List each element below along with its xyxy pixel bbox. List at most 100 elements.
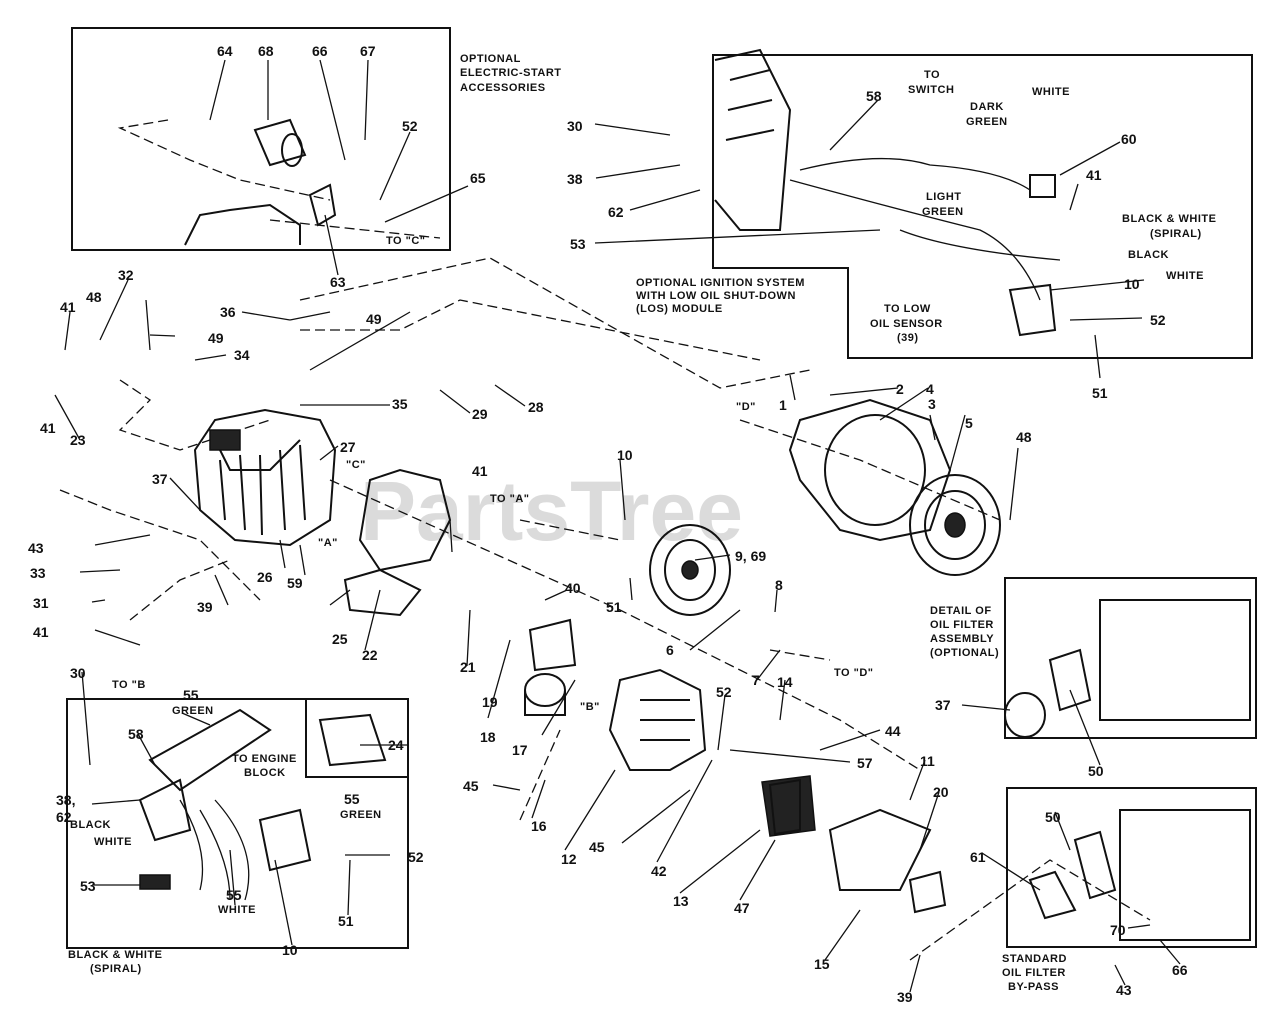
callout-57: 57 bbox=[857, 755, 873, 771]
callout-14: 14 bbox=[777, 674, 793, 690]
callout-38: 38 bbox=[567, 171, 583, 187]
callout-58: 58 bbox=[866, 88, 882, 104]
callout-47: 47 bbox=[734, 900, 750, 916]
note-ref-d: "D" bbox=[736, 401, 756, 413]
callout-28: 28 bbox=[528, 399, 544, 415]
callout-43: 43 bbox=[28, 540, 44, 556]
callout-30: 30 bbox=[70, 665, 86, 681]
callout-35: 35 bbox=[392, 396, 408, 412]
watermark: PartsTree bbox=[360, 464, 743, 558]
note-to-engine-block: TO ENGINE bbox=[232, 753, 297, 765]
note-ref-a: "A" bbox=[318, 537, 338, 549]
callout-67: 67 bbox=[360, 43, 376, 59]
note-electric-start: ELECTRIC-START bbox=[460, 67, 562, 79]
note-wire-dark-green: GREEN bbox=[966, 116, 1008, 128]
callout-10: 10 bbox=[282, 942, 298, 958]
carburetor bbox=[524, 618, 577, 716]
callout-45: 45 bbox=[589, 839, 605, 855]
callout-42: 42 bbox=[651, 863, 667, 879]
note-to-engine-block: BLOCK bbox=[244, 767, 286, 779]
callout-41: 41 bbox=[33, 624, 49, 640]
note-oil-filter-bypass: OIL FILTER bbox=[1002, 967, 1066, 979]
callout-21: 21 bbox=[460, 659, 476, 675]
callout-1: 1 bbox=[779, 397, 787, 413]
wiring-detail-parts bbox=[138, 708, 387, 901]
note-oil-filter-detail: ASSEMBLY bbox=[930, 633, 994, 645]
callout-3: 3 bbox=[928, 396, 936, 412]
assembly-guides bbox=[59, 119, 1151, 961]
note-wire-white: WHITE bbox=[1032, 86, 1070, 98]
blower-housing bbox=[788, 398, 952, 542]
callout-55: 55 bbox=[344, 791, 360, 807]
note-ref-b: "B" bbox=[580, 701, 600, 713]
note-wire-black-white: (SPIRAL) bbox=[1150, 228, 1202, 240]
callout-48: 48 bbox=[1016, 429, 1032, 445]
callout-40: 40 bbox=[565, 580, 581, 596]
note-to-switch: TO bbox=[924, 69, 940, 81]
note-wire-white: WHITE bbox=[1166, 270, 1204, 282]
note-to-low-oil-sensor: TO LOW bbox=[884, 303, 931, 315]
callout-2: 2 bbox=[896, 381, 904, 397]
ignition-harness bbox=[714, 48, 1061, 337]
note-electric-start: ACCESSORIES bbox=[460, 82, 546, 94]
callout-41: 41 bbox=[40, 420, 56, 436]
inset-wiring-detail bbox=[66, 698, 409, 949]
note-to-b: TO "B bbox=[112, 679, 146, 691]
note-wire-white: WHITE bbox=[94, 836, 132, 848]
callout-58: 58 bbox=[128, 726, 144, 742]
callout-41: 41 bbox=[472, 463, 488, 479]
engine-block bbox=[193, 408, 337, 547]
callout-53: 53 bbox=[80, 878, 96, 894]
callout-50: 50 bbox=[1045, 809, 1061, 825]
callout-32: 32 bbox=[118, 267, 134, 283]
note-wire-black: BLACK bbox=[1128, 249, 1169, 261]
note-oil-filter-detail: DETAIL OF bbox=[930, 605, 992, 617]
callout-51: 51 bbox=[1092, 385, 1108, 401]
callout-50: 50 bbox=[1088, 763, 1104, 779]
callout-37: 37 bbox=[935, 697, 951, 713]
air-cleaner-base bbox=[608, 668, 707, 771]
inset-ignition-system bbox=[712, 54, 1253, 359]
diagram-notes: OPTIONAL ELECTRIC-START ACCESSORIES TO "… bbox=[68, 53, 1216, 993]
note-to-d: TO "D" bbox=[834, 667, 874, 679]
flywheel bbox=[649, 524, 731, 616]
callout-55: 55 bbox=[183, 687, 199, 703]
callout-52: 52 bbox=[408, 849, 424, 865]
note-oil-filter-detail: OIL FILTER bbox=[930, 619, 994, 631]
callout-70: 70 bbox=[1110, 922, 1126, 938]
callout-49: 49 bbox=[366, 311, 382, 327]
callout-39: 39 bbox=[897, 989, 913, 1005]
callout-24: 24 bbox=[388, 737, 404, 753]
callout-30: 30 bbox=[567, 118, 583, 134]
recoil-starter bbox=[909, 474, 1001, 576]
note-to-c: TO "C" bbox=[386, 235, 426, 247]
note-to-a: TO "A" bbox=[490, 493, 530, 505]
note-ref-c: "C" bbox=[346, 459, 366, 471]
callout-65: 65 bbox=[470, 170, 486, 186]
note-oil-filter-bypass: STANDARD bbox=[1002, 953, 1067, 965]
callout-10: 10 bbox=[617, 447, 633, 463]
callout-33: 33 bbox=[30, 565, 46, 581]
callout-62: 62 bbox=[56, 809, 72, 825]
callout-15: 15 bbox=[814, 956, 830, 972]
callout-51: 51 bbox=[338, 913, 354, 929]
callout-17: 17 bbox=[512, 742, 528, 758]
callout-64: 64 bbox=[217, 43, 233, 59]
callout-55: 55 bbox=[226, 887, 242, 903]
callout-34: 34 bbox=[234, 347, 250, 363]
callout-31: 31 bbox=[33, 595, 49, 611]
inset-oil-filter-detail bbox=[1004, 577, 1257, 739]
callout-27: 27 bbox=[340, 439, 356, 455]
callout-61: 61 bbox=[970, 849, 986, 865]
callout-38-62: 38, bbox=[56, 792, 75, 808]
callout-12: 12 bbox=[561, 851, 577, 867]
note-wire-white: WHITE bbox=[218, 904, 256, 916]
note-ignition-system: WITH LOW OIL SHUT-DOWN bbox=[636, 290, 796, 302]
note-electric-start: OPTIONAL bbox=[460, 53, 521, 65]
note-wire-dark-green: DARK bbox=[970, 101, 1004, 113]
note-to-low-oil-sensor: (39) bbox=[897, 332, 919, 344]
callout-53: 53 bbox=[570, 236, 586, 252]
callout-29: 29 bbox=[472, 406, 488, 422]
callout-60: 60 bbox=[1121, 131, 1137, 147]
note-wire-black-white: (SPIRAL) bbox=[90, 963, 142, 975]
